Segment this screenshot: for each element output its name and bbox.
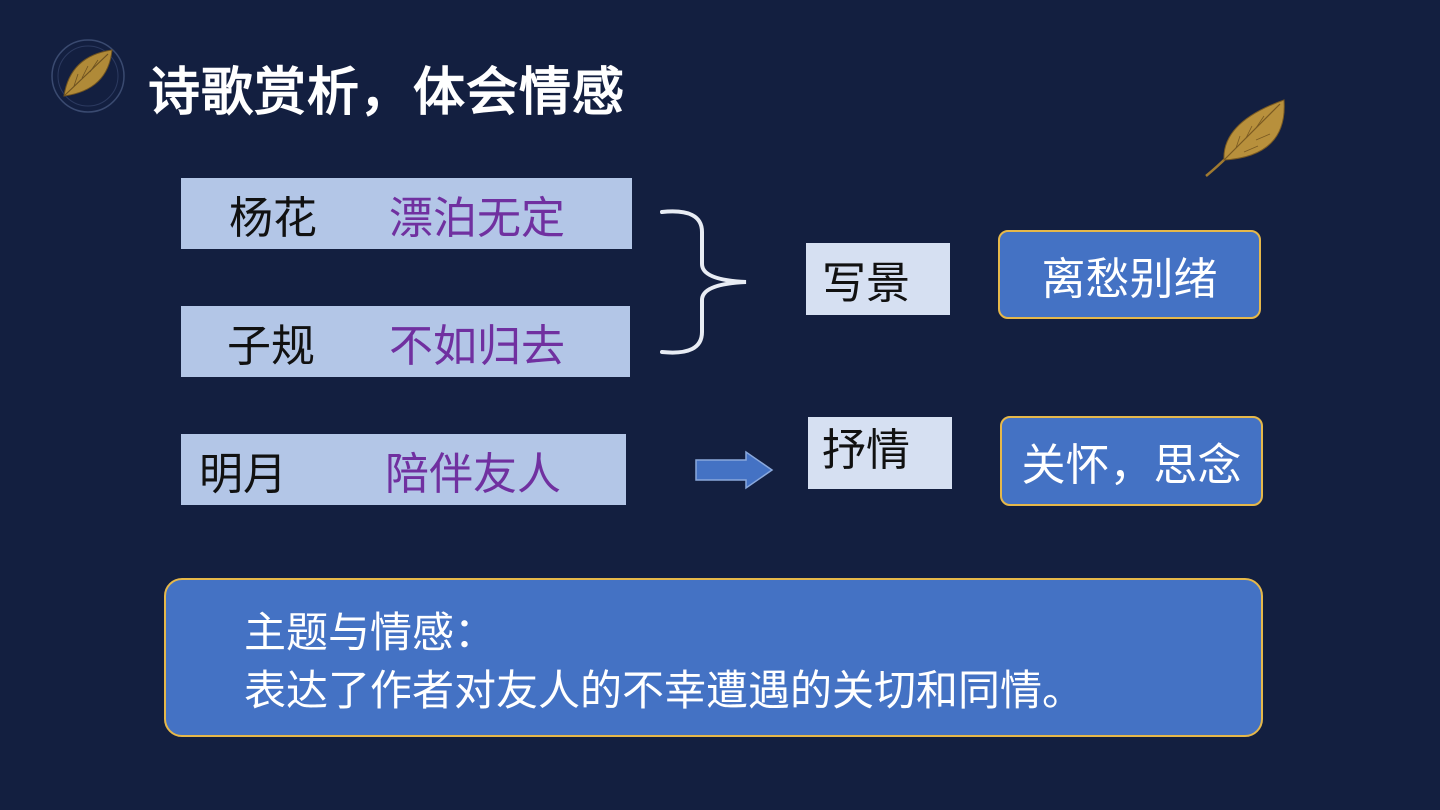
label-box-shuqing: 抒情 — [808, 417, 952, 489]
arrow-right-icon — [695, 450, 774, 490]
summary-body: 表达了作者对友人的不幸遭遇的关切和同情。 — [244, 666, 1085, 715]
result-text: 关怀，思念 — [1021, 440, 1242, 491]
pair-term: 杨花 — [229, 192, 317, 244]
label-text: 抒情 — [822, 425, 910, 476]
leaf-icon — [1205, 99, 1285, 177]
label-box-xiejing: 写景 — [806, 243, 950, 315]
pair-meaning: 陪伴友人 — [385, 448, 561, 500]
pair-meaning: 不如归去 — [389, 320, 565, 372]
pair-term: 明月 — [199, 448, 287, 500]
result-box-guanhuai: 关怀，思念 — [1000, 416, 1263, 506]
pair-meaning: 漂泊无定 — [389, 192, 565, 244]
page-title: 诗歌赏析，体会情感 — [148, 63, 626, 123]
pair-box-zigui: 子规 不如归去 — [181, 306, 630, 377]
summary-box: 主题与情感： 表达了作者对友人的不幸遭遇的关切和同情。 — [164, 578, 1263, 737]
result-box-lichou: 离愁别绪 — [998, 230, 1261, 319]
result-text: 离愁别绪 — [1041, 253, 1218, 305]
right-brace-icon — [660, 209, 747, 355]
pair-box-mingyue: 明月 陪伴友人 — [181, 434, 626, 505]
leaf-icon — [51, 39, 125, 113]
pair-term: 子规 — [227, 320, 315, 372]
label-text: 写景 — [822, 258, 910, 309]
pair-box-yanghua: 杨花 漂泊无定 — [181, 178, 632, 249]
summary-heading: 主题与情感： — [244, 608, 497, 657]
